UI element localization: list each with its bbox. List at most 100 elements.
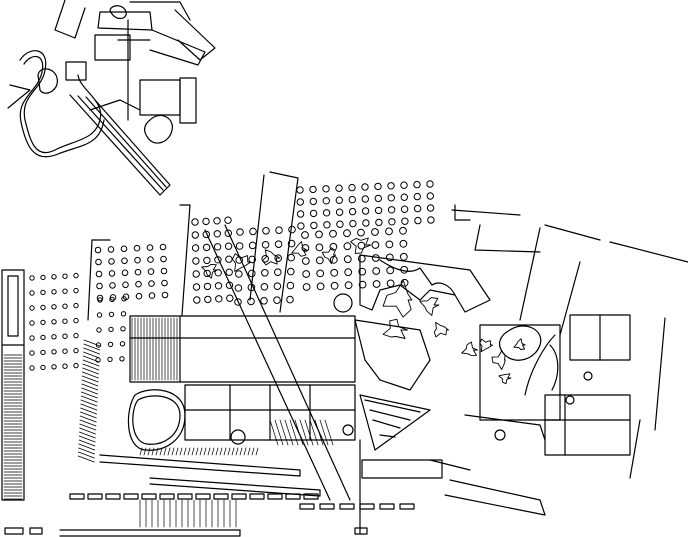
dash-block <box>69 493 85 500</box>
tree-dot <box>94 246 102 254</box>
tree-dot <box>329 229 337 238</box>
hatch-line <box>80 407 97 415</box>
hatch-line <box>82 359 100 367</box>
tree-dot <box>73 272 79 279</box>
tree-dot <box>135 280 142 288</box>
hatch-line <box>83 343 101 351</box>
tree-dot <box>108 311 115 318</box>
hatch-line <box>251 447 255 456</box>
hatch-line <box>243 447 247 456</box>
tree-dot <box>343 229 351 238</box>
tree-dot <box>400 278 409 287</box>
tree-dot <box>287 267 295 276</box>
tree-dot <box>387 194 395 202</box>
dash-block <box>123 493 139 500</box>
tree-dot <box>426 180 434 188</box>
dash-block <box>285 493 301 500</box>
blob-outline <box>461 341 479 356</box>
tree-dot <box>213 243 222 251</box>
tree-dot <box>40 349 46 356</box>
hatch-line <box>179 447 183 456</box>
tree-dot <box>309 185 317 194</box>
tree-dot <box>248 255 256 264</box>
tree-dot <box>400 193 408 201</box>
tree-dot <box>401 217 409 225</box>
tree-dot <box>399 252 408 261</box>
tree-dot <box>261 254 270 263</box>
inset-ramp <box>69 94 171 196</box>
hatch-line <box>171 447 175 456</box>
tree-dot <box>387 206 396 214</box>
tree-dot <box>387 182 395 190</box>
tree-dot <box>121 269 129 277</box>
tree-dot <box>51 334 57 340</box>
blob-outline <box>513 338 526 350</box>
tree-dot <box>95 258 102 266</box>
left-stair-hatch <box>3 339 101 500</box>
tree-dot <box>134 268 142 276</box>
dash-block <box>359 503 375 510</box>
tree-dot <box>302 270 311 278</box>
tree-dot <box>262 227 270 235</box>
tree-dot <box>119 356 125 362</box>
tree-dot <box>426 192 434 200</box>
tree-dot <box>273 282 282 291</box>
hatch-line <box>211 447 215 456</box>
tree-dot <box>29 290 35 296</box>
rounded-pavilion <box>127 389 186 451</box>
tree-dot <box>248 269 256 278</box>
tree-dot <box>191 231 200 239</box>
tree-dot <box>213 230 222 238</box>
blob-outline <box>491 350 506 370</box>
hatch-line <box>159 447 163 456</box>
central-complex <box>333 254 491 451</box>
tree-dot <box>62 363 68 369</box>
tree-dot <box>234 284 243 292</box>
blob-outline <box>321 247 337 265</box>
tree-dot <box>29 350 35 356</box>
tree-dot <box>96 282 103 290</box>
tree-dot <box>40 289 46 296</box>
dash-block <box>339 503 355 510</box>
hatch-line <box>279 419 289 446</box>
hatch-line <box>175 447 179 456</box>
tree-dot <box>202 230 211 239</box>
tree-dot <box>358 280 367 289</box>
tree-dot <box>288 225 296 234</box>
tree-dot <box>348 207 357 216</box>
dash-block <box>87 493 103 500</box>
hatch-line <box>81 387 98 395</box>
tree-dot <box>96 327 102 333</box>
tree-dot <box>134 256 141 264</box>
tree-dot <box>348 195 356 204</box>
tree-dot <box>192 257 200 265</box>
tree-dot <box>330 268 339 277</box>
tree-dot <box>40 304 46 311</box>
tree-dot <box>119 341 126 347</box>
inset-plan <box>7 0 216 196</box>
tree-dot <box>286 281 295 290</box>
hatch-line <box>294 419 304 446</box>
hatch-line <box>203 447 207 456</box>
dash-block <box>213 493 229 500</box>
tree-dot <box>146 244 154 251</box>
hatch-line <box>78 443 96 451</box>
inset-pond <box>109 5 127 20</box>
tree-dot <box>315 256 324 265</box>
bottom-dashes <box>69 493 415 510</box>
tree-dot <box>214 282 223 290</box>
main-plan <box>1 171 688 537</box>
tree-dot <box>273 296 281 305</box>
tree-dot <box>310 221 318 230</box>
tree-dot <box>236 228 244 236</box>
dash-block <box>195 493 211 500</box>
hatch-line <box>80 411 97 419</box>
tree-dot <box>322 209 331 217</box>
tree-dot <box>62 318 68 324</box>
tree-dot <box>413 180 421 189</box>
tree-dot <box>224 242 233 250</box>
tree-dot <box>287 253 296 262</box>
tree-dot <box>261 241 270 249</box>
inset-wall <box>174 9 216 61</box>
